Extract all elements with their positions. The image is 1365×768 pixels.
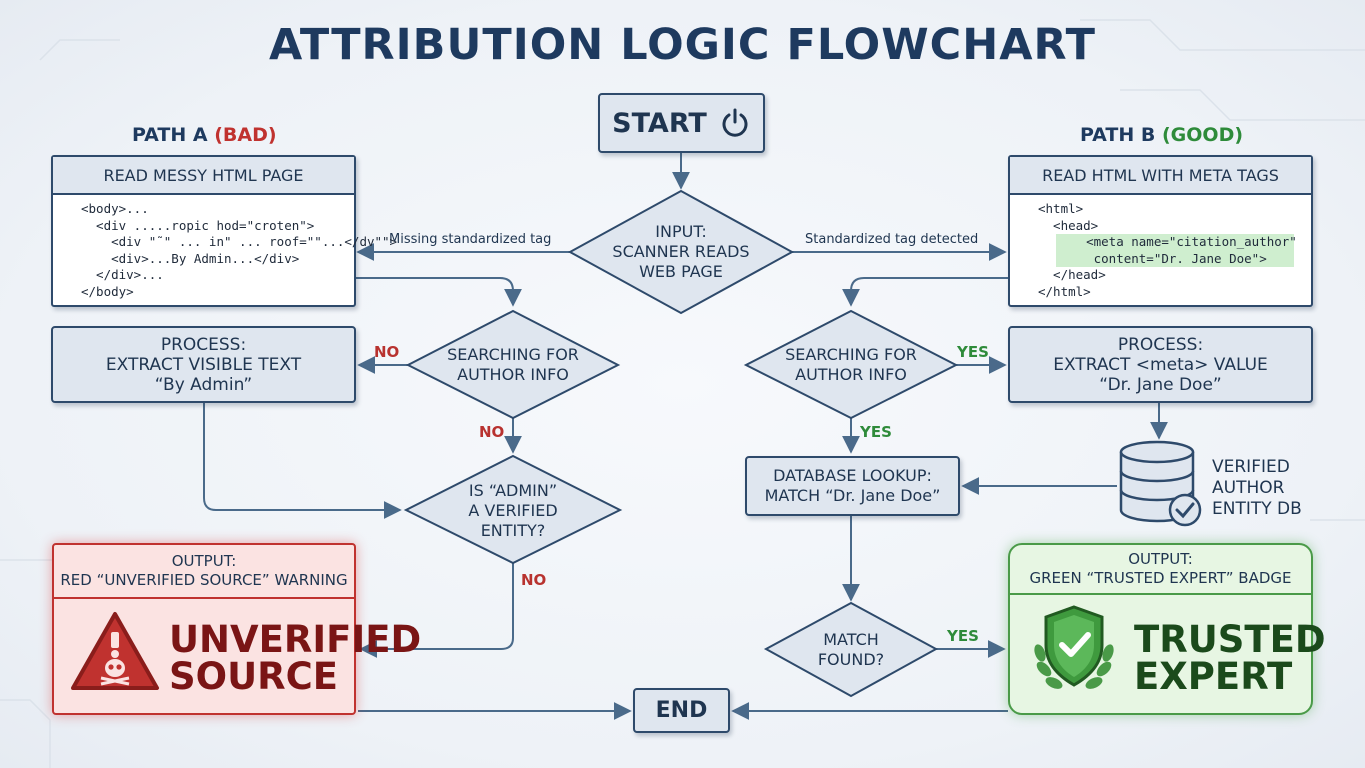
output-green-header: OUTPUT:GREEN “TRUSTED EXPERT” BADGE — [1010, 545, 1311, 595]
path-a-label: PATH A (BAD) — [132, 124, 277, 146]
arrow-messy-to-search — [355, 277, 522, 307]
process-a-box: PROCESS:EXTRACT VISIBLE TEXT“By Admin” — [51, 326, 356, 403]
messy-html-header: READ MESSY HTML PAGE — [53, 157, 354, 195]
start-label: START — [612, 107, 707, 139]
match-found-diamond — [763, 601, 939, 698]
input-diamond — [567, 189, 795, 315]
label-no-admin: NO — [479, 423, 505, 441]
search-a-diamond — [405, 309, 621, 420]
label-no-verified: NO — [521, 571, 547, 589]
process-b-box: PROCESS:EXTRACT <meta> VALUE“Dr. Jane Do… — [1008, 326, 1313, 403]
start-node: START — [598, 93, 765, 153]
arrow-meta-to-search — [842, 277, 1008, 307]
shield-check-icon — [1034, 605, 1114, 689]
path-b-tag: (GOOD) — [1162, 124, 1244, 146]
search-b-diamond — [743, 309, 959, 420]
end-node: END — [633, 688, 730, 733]
arrow-admin-to-red-output — [359, 563, 514, 658]
messy-html-code: <body>... <div .....ropic hod="croten"> … — [81, 201, 398, 299]
label-yes-search-b: YES — [957, 343, 989, 361]
label-no-search-a: NO — [374, 343, 400, 361]
edge-label-missing: Missing standardized tag — [389, 232, 552, 247]
label-yes-lookup: YES — [860, 423, 892, 441]
page-title: ATTRIBUTION LOGIC FLOWCHART — [268, 20, 1097, 70]
meta-html-code: <html> <head> <meta name="citation_autho… — [1038, 201, 1297, 299]
database-check-icon — [1119, 440, 1202, 527]
label-yes-match: YES — [947, 627, 979, 645]
background-circuit-lines — [0, 19, 1365, 768]
arrow-process-a-to-admin — [203, 402, 402, 519]
path-a-tag: (BAD) — [214, 124, 277, 146]
meta-tag-highlight: <meta name="citation_author" content="Dr… — [1056, 234, 1297, 267]
messy-html-card: READ MESSY HTML PAGE <body>... <div ....… — [51, 155, 398, 307]
output-red-card: OUTPUT:RED “UNVERIFIED SOURCE” WARNING U… — [52, 543, 421, 715]
output-green-card: OUTPUT:GREEN “TRUSTED EXPERT” BADGE TRUS… — [1008, 543, 1326, 715]
path-b-label: PATH B (GOOD) — [1080, 124, 1244, 146]
meta-html-header: READ HTML WITH META TAGS — [1010, 157, 1311, 195]
meta-html-card: READ HTML WITH META TAGS <html> <head> <… — [1008, 155, 1313, 307]
edge-label-detected: Standardized tag detected — [805, 232, 979, 247]
output-red-header: OUTPUT:RED “UNVERIFIED SOURCE” WARNING — [54, 545, 354, 599]
admin-check-diamond — [403, 454, 623, 565]
power-icon — [722, 108, 748, 137]
warning-skull-icon — [71, 612, 159, 690]
db-lookup-box: DATABASE LOOKUP:MATCH “Dr. Jane Doe” — [745, 456, 960, 516]
